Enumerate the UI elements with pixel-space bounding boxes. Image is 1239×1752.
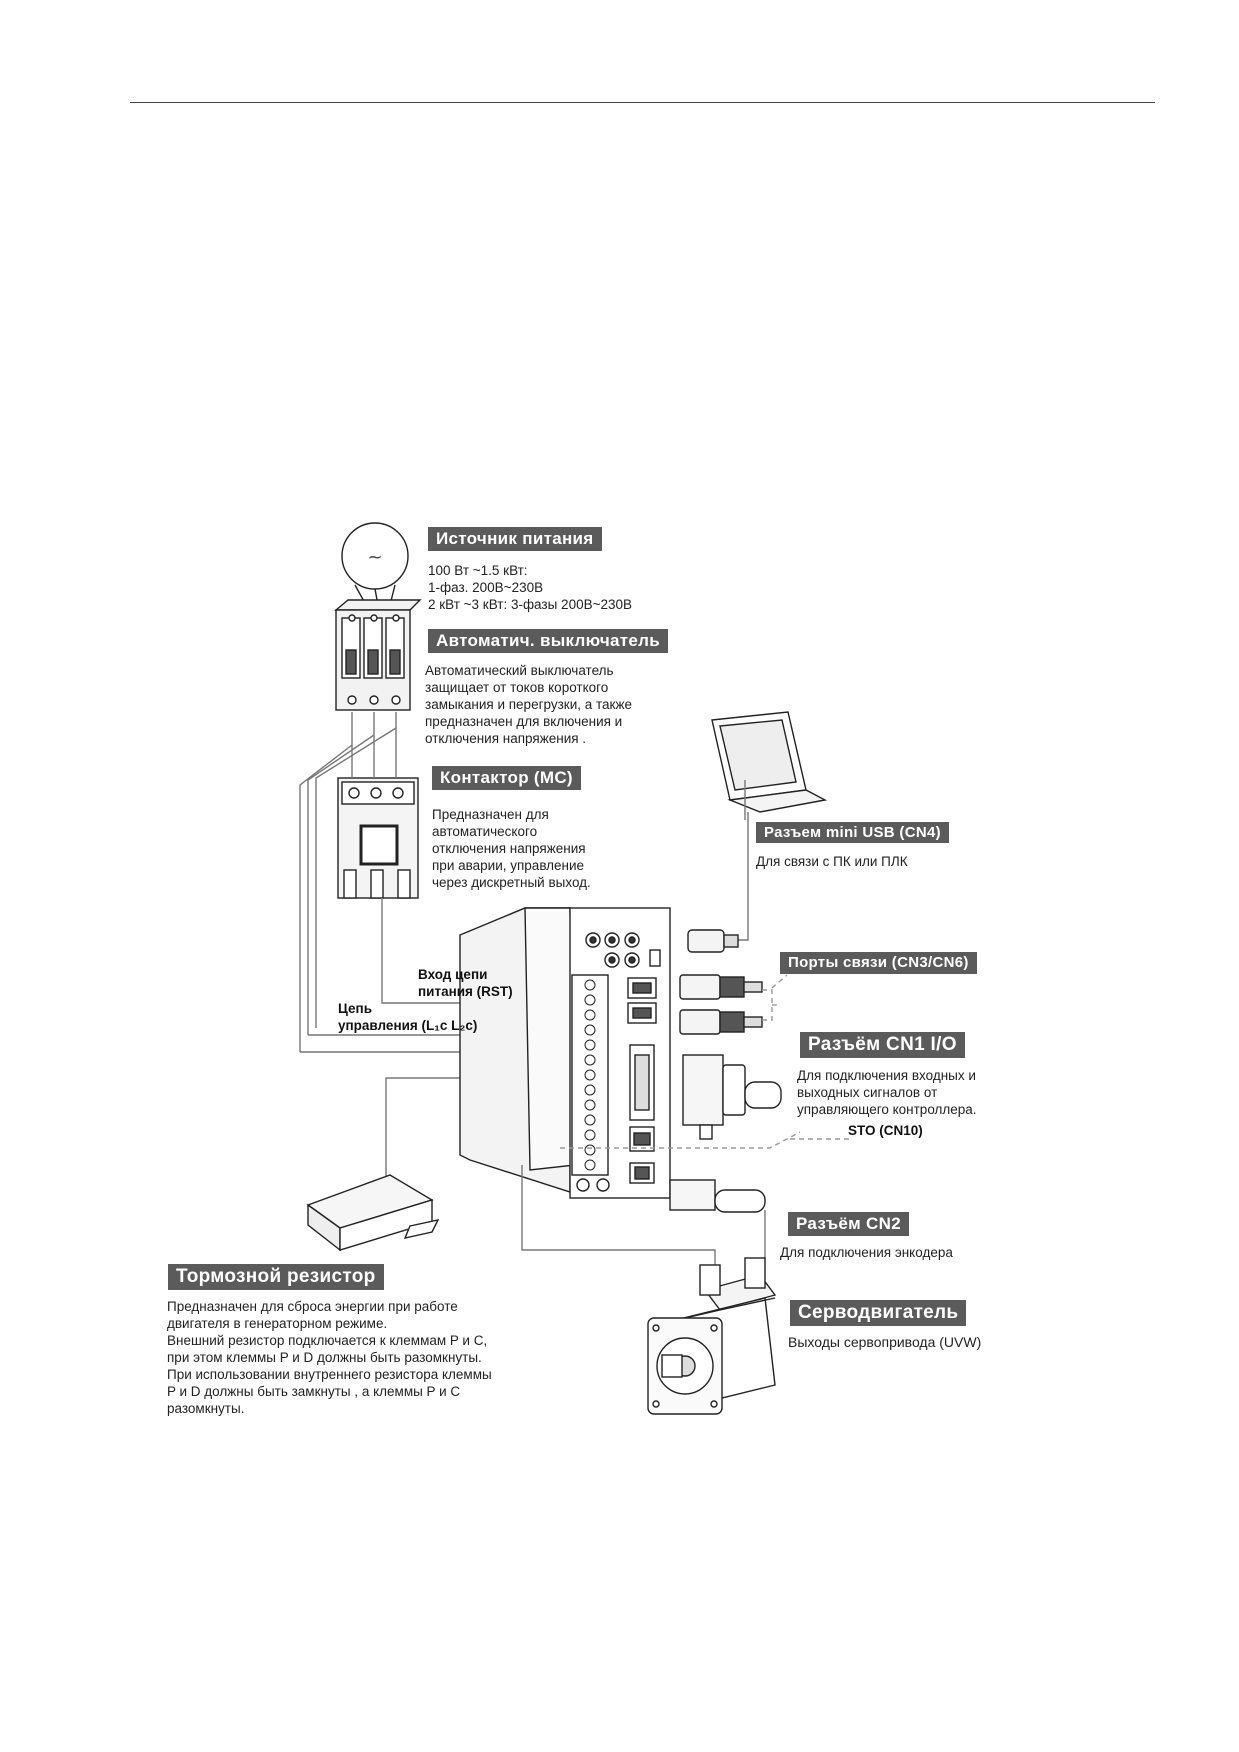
contactor-icon — [337, 777, 419, 899]
header-rule — [130, 102, 1155, 103]
contactor-desc: Предназначен для автоматического отключе… — [432, 807, 591, 890]
cn1-title: Разъём CN1 I/O — [800, 1032, 965, 1058]
comm-plugs-icon — [679, 974, 763, 1035]
brake-resistor-desc: Предназначен для сброса энергии при рабо… — [167, 1299, 492, 1416]
cn2-plug-icon — [669, 1179, 766, 1213]
power-source-desc: 100 Вт ~1.5 кВт: 1-фаз. 200В~230В 2 кВт … — [428, 563, 632, 612]
brake-resistor-title: Тормозной резистор — [168, 1264, 384, 1290]
motor-desc: Выходы сервопривода (UVW) — [788, 1334, 982, 1350]
power-input-label: Вход цепи питания (RST) — [418, 967, 513, 999]
motor-title: Серводвигатель — [790, 1300, 967, 1326]
circuit-breaker-icon — [334, 599, 422, 711]
cn2-title: Разъём CN2 — [788, 1212, 909, 1236]
sto-label: STO (CN10) — [848, 1123, 923, 1138]
cn2-desc: Для подключения энкодера — [780, 1245, 953, 1260]
ac-symbol: ~ — [367, 547, 382, 568]
servo-drive-icon — [459, 907, 671, 1199]
power-source-title: Источник питания — [428, 527, 602, 551]
power-wires — [299, 712, 575, 1178]
servo-motor-icon — [647, 1257, 777, 1415]
laptop-icon — [711, 711, 828, 820]
breaker-desc: Автоматический выключатель защищает от т… — [425, 663, 632, 746]
contactor-title: Контактор (МС) — [432, 766, 581, 790]
cn1-desc: Для подключения входных и выходных сигна… — [797, 1068, 977, 1117]
brake-resistor-icon — [306, 1174, 440, 1252]
usb-plug-icon — [687, 929, 739, 953]
control-circuit-label: Цепь управления (L₁c L₂c) — [338, 1001, 478, 1033]
usb-title: Разъем mini USB (CN4) — [756, 822, 949, 843]
usb-cable — [736, 812, 749, 941]
comm-ports-title: Порты связи (CN3/CN6) — [780, 952, 977, 974]
cn1-plug-icon — [682, 1054, 782, 1140]
ac-source-icon: ~ — [341, 522, 409, 606]
breaker-title: Автоматич. выключатель — [428, 629, 668, 653]
usb-desc: Для связи с ПК или ПЛК — [756, 854, 908, 869]
leader-lines — [560, 974, 850, 1149]
